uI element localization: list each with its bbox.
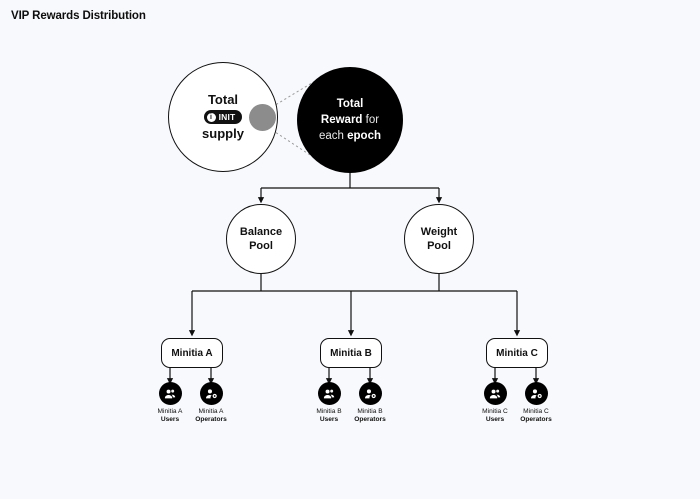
minitia-a-users-label: Minitia A Users — [158, 408, 183, 424]
minitia-c-users-line1: Minitia C — [482, 408, 508, 415]
minitia-a-box: Minitia A — [161, 338, 223, 368]
weight-pool-node: Weight Pool — [404, 204, 474, 274]
minitia-c-users-label: Minitia C Users — [482, 408, 508, 424]
minitia-b-users-line2: Users — [319, 416, 339, 424]
pools-to-minitia-edges — [188, 274, 521, 337]
balance-pool-node: Balance Pool — [226, 204, 296, 274]
init-token-icon: i — [206, 112, 216, 122]
minitia-a-operators-node: Minitia A Operators — [179, 382, 243, 424]
minitia-a-operators-label: Minitia A Operators — [195, 408, 227, 424]
minitia-c-users-node: Minitia C Users — [463, 382, 527, 424]
minitia-a-users-node: Minitia A Users — [138, 382, 202, 424]
weight-pool-line1: Weight — [420, 226, 458, 238]
operator-icon — [199, 382, 223, 405]
minitia-c-operators-line1: Minitia C — [523, 408, 549, 415]
minitia-b-operators-node: Minitia B Operators — [338, 382, 402, 424]
total-reward-line2: Reward for — [321, 112, 379, 128]
users-icon — [483, 382, 507, 405]
total-supply-line1: Total — [207, 92, 239, 107]
minitia-b-operators-line1: Minitia B — [357, 408, 383, 415]
minitia-b-users-line1: Minitia B — [316, 408, 342, 415]
reward-to-pools-edges — [257, 173, 443, 204]
minitia-b-operators-label: Minitia B Operators — [354, 408, 386, 424]
weight-pool-line2: Pool — [427, 240, 451, 252]
minitia-a-operators-line1: Minitia A — [198, 408, 224, 415]
total-reward-line2-bold: Reward — [320, 114, 363, 126]
minitia-b-box: Minitia B — [320, 338, 382, 368]
total-supply-line3: supply — [202, 126, 244, 141]
minitia-c-operators-line2: Operators — [520, 416, 552, 424]
minitia-c-operators-label: Minitia C Operators — [520, 408, 552, 424]
total-reward-line3: each epoch — [319, 128, 381, 144]
balance-pool-line2: Pool — [249, 240, 273, 252]
total-reward-line2-regular: for — [362, 114, 380, 126]
operator-icon — [358, 382, 382, 405]
total-reward-node: Total Reward for each epoch — [297, 67, 403, 173]
balance-pool-line1: Balance — [239, 226, 283, 238]
total-reward-line3-bold: epoch — [347, 130, 381, 142]
minitia-a-users-line2: Users — [160, 416, 180, 424]
users-icon — [317, 382, 341, 405]
users-icon — [158, 382, 182, 405]
minitia-c-users-line2: Users — [485, 416, 505, 424]
minitia-a-operators-line2: Operators — [195, 416, 227, 424]
minitia-c-operators-node: Minitia C Operators — [504, 382, 568, 424]
operator-icon — [524, 382, 548, 405]
init-token-label: INIT — [218, 112, 236, 122]
minitia-b-users-node: Minitia B Users — [297, 382, 361, 424]
minitia-b-users-label: Minitia B Users — [316, 408, 341, 424]
minitia-b-operators-line2: Operators — [354, 416, 386, 424]
init-token-badge: i INIT — [203, 110, 243, 124]
total-reward-line3-regular: each — [318, 130, 348, 142]
total-reward-line1: Total — [336, 98, 364, 110]
minitia-a-users-line1: Minitia A — [157, 408, 183, 415]
minitia-c-box: Minitia C — [486, 338, 548, 368]
reward-slice — [249, 104, 276, 131]
page-title: VIP Rewards Distribution — [11, 10, 146, 22]
minitia-to-leaf-edges — [166, 368, 540, 385]
